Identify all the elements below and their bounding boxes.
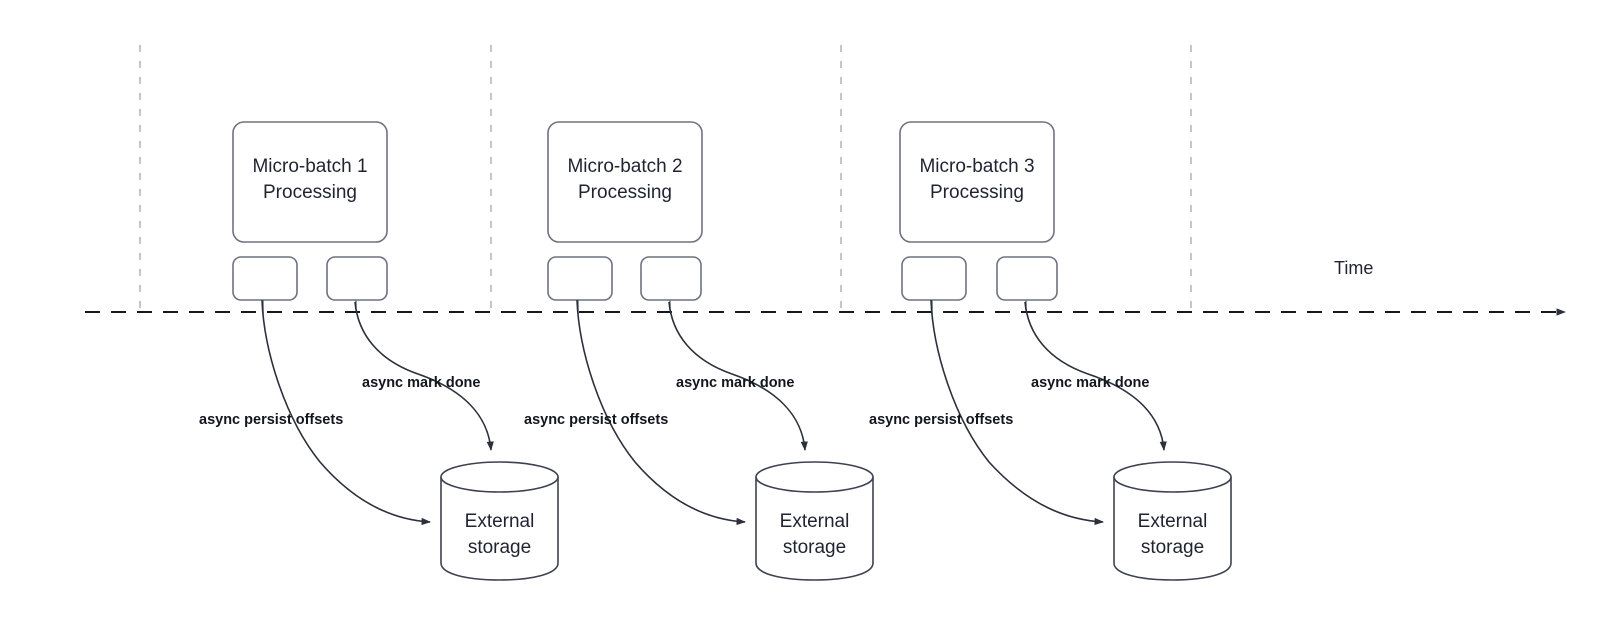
micro-batch-box-3-line2: Processing bbox=[930, 182, 1024, 203]
micro-batch-box-3[interactable] bbox=[899, 121, 1055, 243]
async-mark-done-label-2: async mark done bbox=[676, 375, 794, 391]
micro-batch-box-1-line2: Processing bbox=[263, 182, 357, 203]
async-persist-offsets-curve-1 bbox=[261, 299, 431, 526]
async-persist-offsets-curve-3 bbox=[930, 299, 1104, 526]
cylinder-body-3 bbox=[1113, 477, 1232, 581]
external-storage-label-2-line2: storage bbox=[783, 537, 846, 558]
micro-batch-group-3: Micro-batch 3 Processing async persist o… bbox=[869, 121, 1232, 581]
async-mark-done-curve-2 bbox=[668, 301, 808, 451]
micro-batch-box-2-line1: Micro-batch 2 bbox=[567, 156, 682, 177]
micro-batch-box-3-line1: Micro-batch 3 bbox=[919, 156, 1034, 177]
external-storage-cylinder-2[interactable]: External storage bbox=[755, 461, 874, 581]
persist-offsets-task-1[interactable] bbox=[232, 256, 298, 301]
cylinder-top-1 bbox=[440, 461, 559, 493]
external-storage-cylinder-3[interactable]: External storage bbox=[1113, 461, 1232, 581]
mark-done-task-1[interactable] bbox=[326, 256, 388, 301]
micro-batch-group-1: Micro-batch 1 Processing async persist o… bbox=[199, 121, 559, 581]
mark-done-task-2[interactable] bbox=[640, 256, 702, 301]
async-persist-offsets-label-3: async persist offsets bbox=[869, 412, 1013, 428]
timeline-axis: Time bbox=[85, 258, 1566, 316]
external-storage-label-3-line2: storage bbox=[1141, 537, 1204, 558]
external-storage-cylinder-1[interactable]: External storage bbox=[440, 461, 559, 581]
cylinder-body-2 bbox=[755, 477, 874, 581]
async-mark-done-curve-1 bbox=[354, 301, 494, 451]
persist-offsets-task-2[interactable] bbox=[547, 256, 613, 301]
micro-batch-box-1[interactable] bbox=[232, 121, 388, 243]
async-persist-offsets-label-2: async persist offsets bbox=[524, 412, 668, 428]
external-storage-label-1-line1: External bbox=[465, 511, 535, 532]
micro-batch-box-2-line2: Processing bbox=[578, 182, 672, 203]
async-persist-offsets-curve-2 bbox=[576, 299, 746, 526]
external-storage-label-1-line2: storage bbox=[468, 537, 531, 558]
micro-batch-box-1-line1: Micro-batch 1 bbox=[252, 156, 367, 177]
async-mark-done-curve-3 bbox=[1024, 301, 1167, 451]
cylinder-top-3 bbox=[1113, 461, 1232, 493]
external-storage-label-3-line1: External bbox=[1138, 511, 1208, 532]
async-mark-done-label-1: async mark done bbox=[362, 375, 480, 391]
cylinder-body-1 bbox=[440, 477, 559, 581]
async-mark-done-label-3: async mark done bbox=[1031, 375, 1149, 391]
cylinder-top-2 bbox=[755, 461, 874, 493]
divider-group bbox=[139, 45, 1192, 312]
micro-batch-group-2: Micro-batch 2 Processing async persist o… bbox=[524, 121, 874, 581]
async-persist-offsets-label-1: async persist offsets bbox=[199, 412, 343, 428]
mark-done-task-3[interactable] bbox=[996, 256, 1058, 301]
external-storage-label-2-line1: External bbox=[780, 511, 850, 532]
persist-offsets-task-3[interactable] bbox=[901, 256, 967, 301]
time-axis-label: Time bbox=[1334, 258, 1373, 278]
micro-batch-box-2[interactable] bbox=[547, 121, 703, 243]
